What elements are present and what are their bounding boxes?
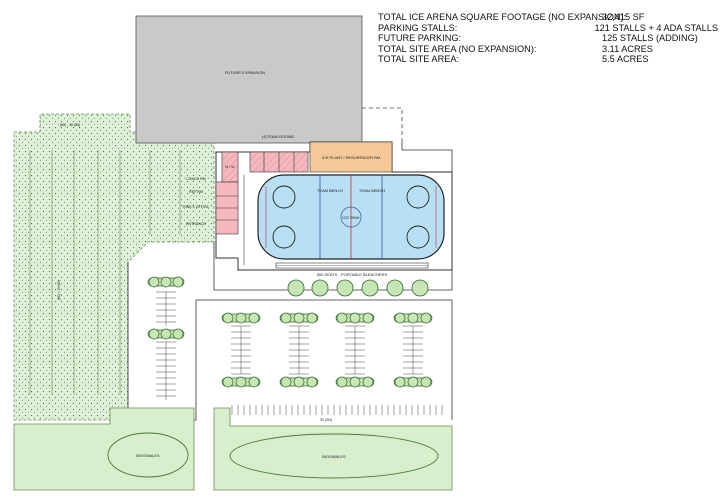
stat-value: 5.5 ACRES bbox=[602, 54, 649, 65]
bleachers-label: 500 SEATS - PORTABLE BLEACHERS bbox=[317, 272, 388, 277]
future-boundary bbox=[362, 107, 403, 142]
bioswale-right-label: BIOSWALES bbox=[322, 454, 346, 459]
ref-room-label: REF RM bbox=[189, 190, 203, 194]
parking-stalls bbox=[156, 291, 443, 415]
team-bench-1-label: TEAM BENCH bbox=[317, 188, 343, 193]
stat-label: TOTAL SITE AREA: bbox=[378, 54, 460, 65]
site-statistics: TOTAL ICE ARENA SQUARE FOOTAGE (NO EXPAN… bbox=[378, 12, 718, 65]
stat-row: PARKING STALLS: 121 STALLS + 4 ADA STALLS bbox=[378, 23, 718, 34]
tree-row-top bbox=[287, 279, 429, 297]
stat-row: TOTAL SITE AREA (NO EXPANSION): 3.11 ACRE… bbox=[378, 44, 718, 55]
stall-count-left: (80) - 15 (80) bbox=[57, 280, 61, 300]
stat-value: 3.11 ACRES bbox=[602, 43, 653, 54]
site-boundary bbox=[213, 142, 453, 291]
entrance-label: ENTRANCE bbox=[186, 222, 206, 226]
stat-label: TOTAL SITE AREA (NO EXPANSION): bbox=[378, 43, 537, 54]
restrooms-label: M / W bbox=[225, 165, 235, 169]
bioswale-left-label: BIOSWALES bbox=[136, 453, 160, 458]
stat-value: 125 STALLS (ADDING) bbox=[602, 33, 698, 44]
team-rooms bbox=[249, 151, 309, 173]
team-rooms-label: (4)TEAM ROOMS bbox=[262, 134, 295, 139]
stat-label: TOTAL ICE ARENA SQUARE FOOTAGE (NO EXPAN… bbox=[378, 12, 627, 22]
ice-rink-label: ICE RINK bbox=[342, 215, 360, 220]
stat-row: FUTURE PARKING: 125 STALLS (ADDING) bbox=[378, 33, 718, 44]
stat-label: PARKING STALLS: bbox=[378, 22, 458, 33]
stat-value: 121 STALLS + 4 ADA STALLS bbox=[594, 22, 718, 33]
bioswale-left: BIOSWALES bbox=[13, 407, 195, 491]
future-parking-area: (80) - 18 (80) (80) - 15 (80) bbox=[13, 113, 215, 421]
ice-rink: TEAM BENCH TEAM BENCH ICE RINK bbox=[257, 174, 445, 260]
ice-plant-label: ICE PLANT / RESURFACER RM bbox=[322, 155, 381, 160]
parking-islands bbox=[147, 276, 433, 388]
stat-value: 32,415 SF bbox=[602, 12, 645, 22]
stall-count-top: (80) - 18 (80) bbox=[60, 123, 80, 127]
rinks-office-label: RINK'S OFFICE bbox=[183, 205, 209, 209]
stall-count-bottom: 32 (80) bbox=[320, 418, 333, 422]
ice-plant-room bbox=[309, 141, 393, 173]
bleachers: 500 SEATS - PORTABLE BLEACHERS bbox=[275, 262, 429, 277]
coach-room-label: COACH RM bbox=[186, 177, 206, 181]
stat-label: FUTURE PARKING: bbox=[378, 33, 462, 44]
future-expansion-label: FUTURE EXPANSION bbox=[225, 70, 265, 75]
future-expansion: FUTURE EXPANSION (4)TEAM ROOMS bbox=[135, 15, 363, 144]
stat-row: TOTAL SITE AREA: 5.5 ACRES bbox=[378, 54, 718, 65]
bioswale-right: BIOSWALES bbox=[213, 407, 453, 491]
parking-lot-boundary bbox=[127, 262, 453, 421]
stat-row: TOTAL ICE ARENA SQUARE FOOTAGE (NO EXPAN… bbox=[378, 12, 718, 23]
team-bench-2-label: TEAM BENCH bbox=[359, 188, 385, 193]
